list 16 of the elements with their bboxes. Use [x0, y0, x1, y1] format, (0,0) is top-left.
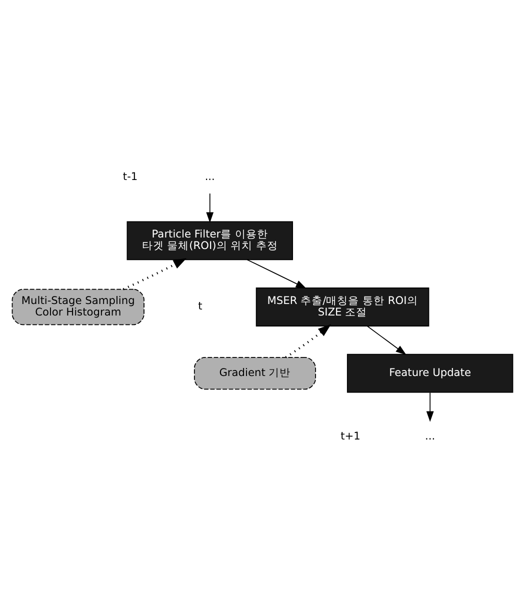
arrow	[285, 324, 332, 358]
node-box: Particle Filter를 이용한 타겟 물체(ROI)의 위치 추정	[126, 221, 293, 260]
node-text: ...	[204, 170, 215, 184]
node-box: Multi-Stage Sampling Color Histogram	[12, 288, 144, 326]
arrow	[366, 326, 406, 355]
arrow	[246, 259, 306, 289]
label: t	[198, 300, 202, 313]
arrow	[122, 258, 187, 290]
label: t+1	[340, 429, 360, 442]
arrow	[426, 392, 434, 422]
label: t-1	[122, 170, 138, 184]
node-box: MSER 추출/매칭을 통한 ROI의 SIZE 조절	[256, 288, 430, 326]
node-box: Gradient 기반	[194, 356, 316, 390]
node-text: ...	[425, 429, 436, 442]
node-box: Feature Update	[346, 354, 514, 393]
arrow	[206, 193, 214, 223]
